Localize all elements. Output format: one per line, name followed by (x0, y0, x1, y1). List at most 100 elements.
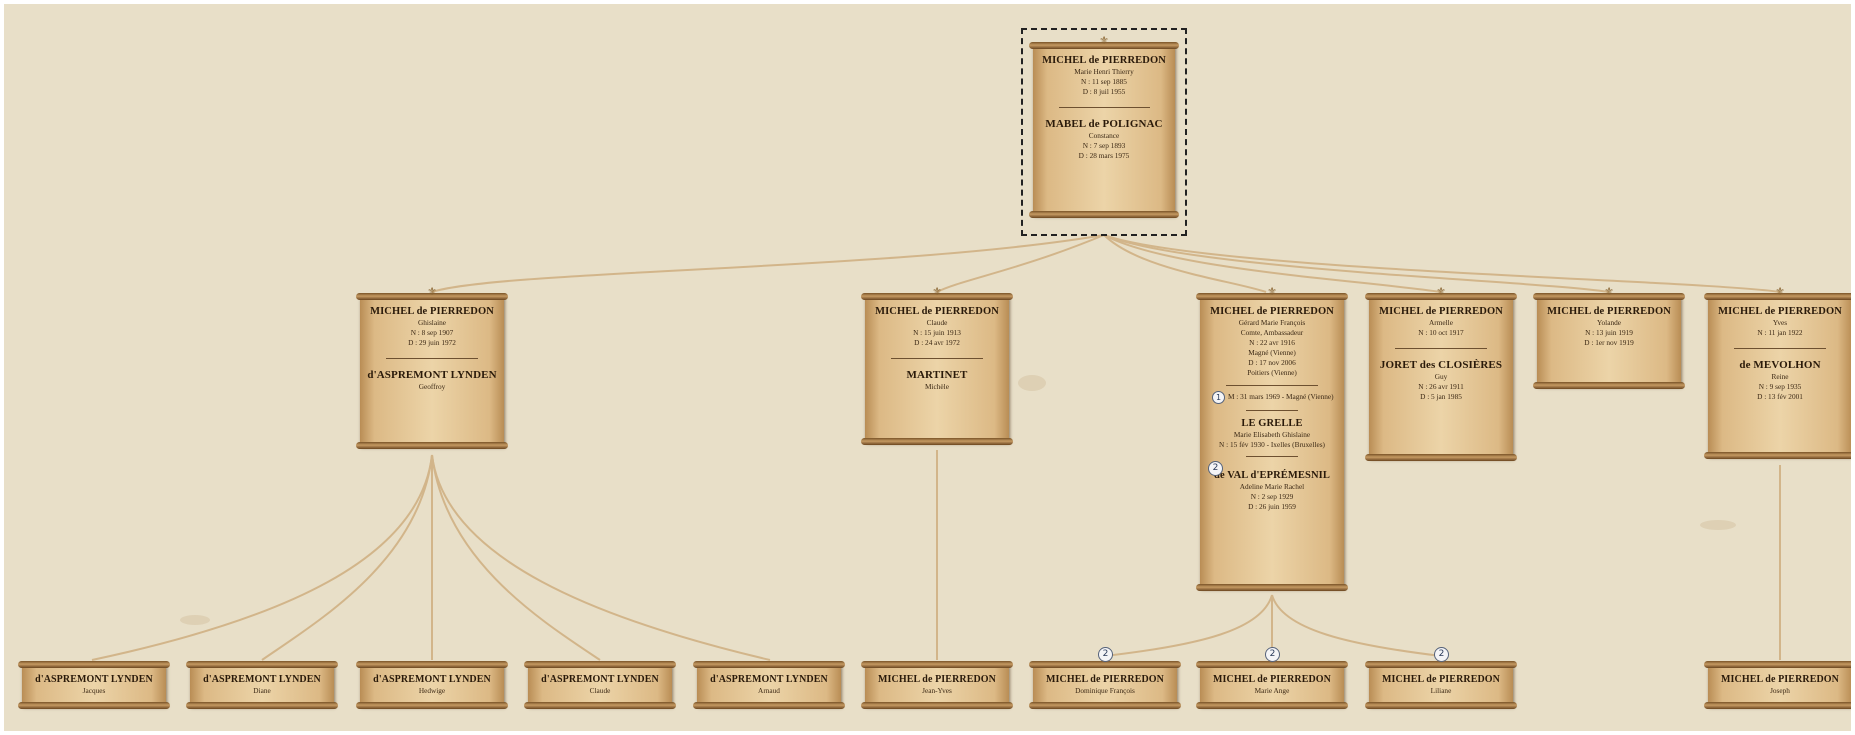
person-born: N : 13 juin 1919 (1585, 328, 1633, 337)
connector-ghislaine-to-claude (431, 454, 601, 661)
root-couple-card[interactable]: ⚜ MICHEL de PIERREDON Marie Henri Thierr… (1029, 36, 1179, 218)
spouse-born: N : 26 avr 1911 (1418, 382, 1464, 391)
child-name: MICHEL de PIERREDON (1212, 674, 1332, 685)
person-died: D : 1er nov 1919 (1584, 338, 1634, 347)
child-given: Diane (253, 686, 271, 695)
marriage-number-badge: 2 (1434, 647, 1449, 662)
spouse-died: D : 5 jan 1985 (1420, 392, 1462, 401)
spouse-2-name: de VAL d'EPRÉMESNIL (1214, 470, 1330, 481)
marriage-number-badge: 2 (1208, 461, 1223, 476)
person-born: N : 15 juin 1913 (913, 328, 961, 337)
marriage-number-badge: 2 (1265, 647, 1280, 662)
marriage-number-badge: 1 (1212, 391, 1225, 404)
child-given: Liliane (1430, 686, 1452, 695)
connector-root-to-gerard (1103, 234, 1267, 293)
person-card-armelle[interactable]: ⚜ MICHEL de PIERREDON Armelle N : 10 oct… (1365, 287, 1517, 461)
divider (890, 358, 984, 359)
child-given: Joseph (1770, 686, 1790, 695)
root-husband-born: N : 11 sep 1885 (1081, 77, 1127, 86)
child-given: Marie Ange (1254, 686, 1290, 695)
person-card-ghislaine[interactable]: ⚜ MICHEL de PIERREDON Ghislaine N : 8 se… (356, 287, 508, 449)
person-card-gerard[interactable]: ⚜ MICHEL de PIERREDON Gérard Marie Franç… (1196, 287, 1348, 591)
paper-stain (1700, 520, 1736, 530)
person-name: MICHEL de PIERREDON (875, 306, 999, 317)
person-name: MICHEL de PIERREDON (1379, 306, 1503, 317)
child-name: d'ASPREMONT LYNDEN (373, 674, 491, 685)
child-name: MICHEL de PIERREDON (1045, 674, 1165, 685)
child-card-claude[interactable]: d'ASPREMONT LYNDEN Claude (524, 661, 676, 709)
connector-gerard-to-liliane (1271, 594, 1442, 657)
child-card-hedwige[interactable]: d'ASPREMONT LYNDEN Hedwige (356, 661, 508, 709)
spouse-name: de MEVOLHON (1739, 359, 1821, 371)
person-card-yolande[interactable]: ⚜ MICHEL de PIERREDON Yolande N : 13 jui… (1533, 287, 1685, 389)
child-name: MICHEL de PIERREDON (877, 674, 997, 685)
connector-root-to-armelle (1103, 234, 1442, 293)
root-wife-born: N : 7 sep 1893 (1082, 141, 1126, 150)
crest-icon: ⚜ (1775, 286, 1785, 298)
person-born-place: Magné (Vienne) (1248, 348, 1296, 357)
spouse-1-given: Marie Elisabeth Ghislaine (1233, 430, 1311, 439)
spouse-given: Reine (1771, 372, 1789, 381)
divider (1394, 348, 1488, 349)
child-card-joseph[interactable]: MICHEL de PIERREDON Joseph (1704, 661, 1855, 709)
spouse-name: MARTINET (906, 369, 968, 381)
person-died: D : 24 avr 1972 (914, 338, 960, 347)
person-name: MICHEL de PIERREDON (1547, 306, 1671, 317)
person-born: N : 22 avr 1916 (1249, 338, 1295, 347)
crest-icon: ⚜ (932, 286, 942, 298)
crest-icon: ⚜ (1436, 286, 1446, 298)
spouse-2-given: Adeline Marie Rachel (1239, 482, 1305, 491)
child-card-jacques[interactable]: d'ASPREMONT LYNDEN Jacques (18, 661, 170, 709)
connector-ghislaine-to-jacques (91, 454, 433, 661)
child-card-jean-yves[interactable]: MICHEL de PIERREDON Jean-Yves (861, 661, 1013, 709)
person-died: D : 29 juin 1972 (408, 338, 456, 347)
child-card-liliane[interactable]: 2 MICHEL de PIERREDON Liliane (1365, 647, 1517, 709)
root-wife-name: MABEL de POLIGNAC (1045, 118, 1163, 130)
root-husband-given: Marie Henri Thierry (1074, 67, 1134, 76)
selected-person-highlight (1021, 28, 1187, 236)
divider (1058, 107, 1150, 108)
connector-gerard-to-dominique (1104, 594, 1273, 657)
spouse-given: Guy (1434, 372, 1448, 381)
root-husband-died: D : 8 juil 1955 (1082, 87, 1126, 96)
connector-ghislaine-to-diane (261, 454, 433, 661)
crest-icon: ⚜ (427, 286, 437, 298)
child-card-arnaud[interactable]: d'ASPREMONT LYNDEN Arnaud (693, 661, 845, 709)
child-card-marie-ange[interactable]: 2 MICHEL de PIERREDON Marie Ange (1196, 647, 1348, 709)
child-given: Dominique François (1075, 686, 1135, 695)
child-given: Arnaud (758, 686, 780, 695)
connector-root-to-yves (1103, 234, 1781, 293)
child-name: MICHEL de PIERREDON (1720, 674, 1840, 685)
child-given: Hedwige (418, 686, 446, 695)
child-card-dominique[interactable]: 2 MICHEL de PIERREDON Dominique François (1029, 647, 1181, 709)
connector-ghislaine-to-arnaud (431, 454, 771, 661)
person-born: N : 10 oct 1917 (1418, 328, 1464, 337)
person-died-place: Poitiers (Vienne) (1247, 368, 1297, 377)
child-card-diane[interactable]: d'ASPREMONT LYNDEN Diane (186, 661, 338, 709)
marriage-number-badge: 2 (1098, 647, 1113, 662)
crest-icon: ⚜ (1267, 286, 1277, 298)
spouse-1-name: LE GRELLE (1241, 418, 1303, 429)
child-name: MICHEL de PIERREDON (1381, 674, 1501, 685)
root-wife-died: D : 28 mars 1975 (1078, 151, 1130, 160)
marriage-2-block: 2 de VAL d'EPRÉMESNIL (1206, 461, 1338, 482)
person-card-yves[interactable]: ⚜ MICHEL de PIERREDON Yves N : 11 jan 19… (1704, 287, 1855, 459)
divider (385, 358, 479, 359)
divider (1225, 385, 1319, 386)
person-given: Armelle (1429, 318, 1453, 327)
child-name: d'ASPREMONT LYNDEN (203, 674, 321, 685)
divider (1245, 410, 1299, 411)
spouse-name: JORET des CLOSIÈRES (1379, 359, 1503, 371)
divider (1245, 456, 1299, 457)
spouse-2-born: N : 2 sep 1929 (1250, 492, 1294, 501)
person-card-claude[interactable]: ⚜ MICHEL de PIERREDON Claude N : 15 juin… (861, 287, 1013, 445)
child-name: d'ASPREMONT LYNDEN (541, 674, 659, 685)
spouse-2-died: D : 26 juin 1959 (1248, 502, 1296, 511)
spouse-name: d'ASPREMONT LYNDEN (367, 369, 497, 381)
divider (1733, 348, 1827, 349)
person-born: N : 11 jan 1922 (1757, 328, 1803, 337)
person-given: Yolande (1597, 318, 1621, 327)
